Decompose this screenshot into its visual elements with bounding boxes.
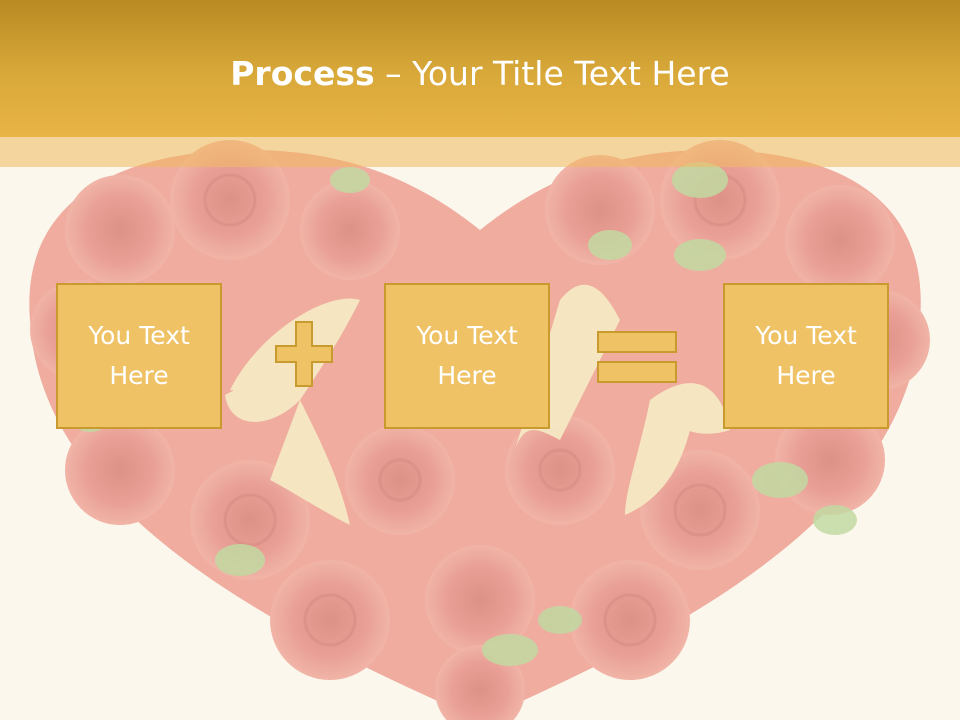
title-bar bbox=[0, 0, 960, 137]
slide-title[interactable]: Process – Your Title Text Here bbox=[0, 52, 960, 96]
text-box-3[interactable]: You Text Here bbox=[723, 283, 889, 429]
equals-icon bbox=[597, 331, 677, 383]
plus-icon bbox=[275, 321, 333, 387]
text-box-2[interactable]: You Text Here bbox=[384, 283, 550, 429]
text-box-1[interactable]: You Text Here bbox=[56, 283, 222, 429]
title-rest: – Your Title Text Here bbox=[374, 54, 730, 93]
title-bold: Process bbox=[230, 54, 375, 93]
title-bar-band bbox=[0, 137, 960, 167]
